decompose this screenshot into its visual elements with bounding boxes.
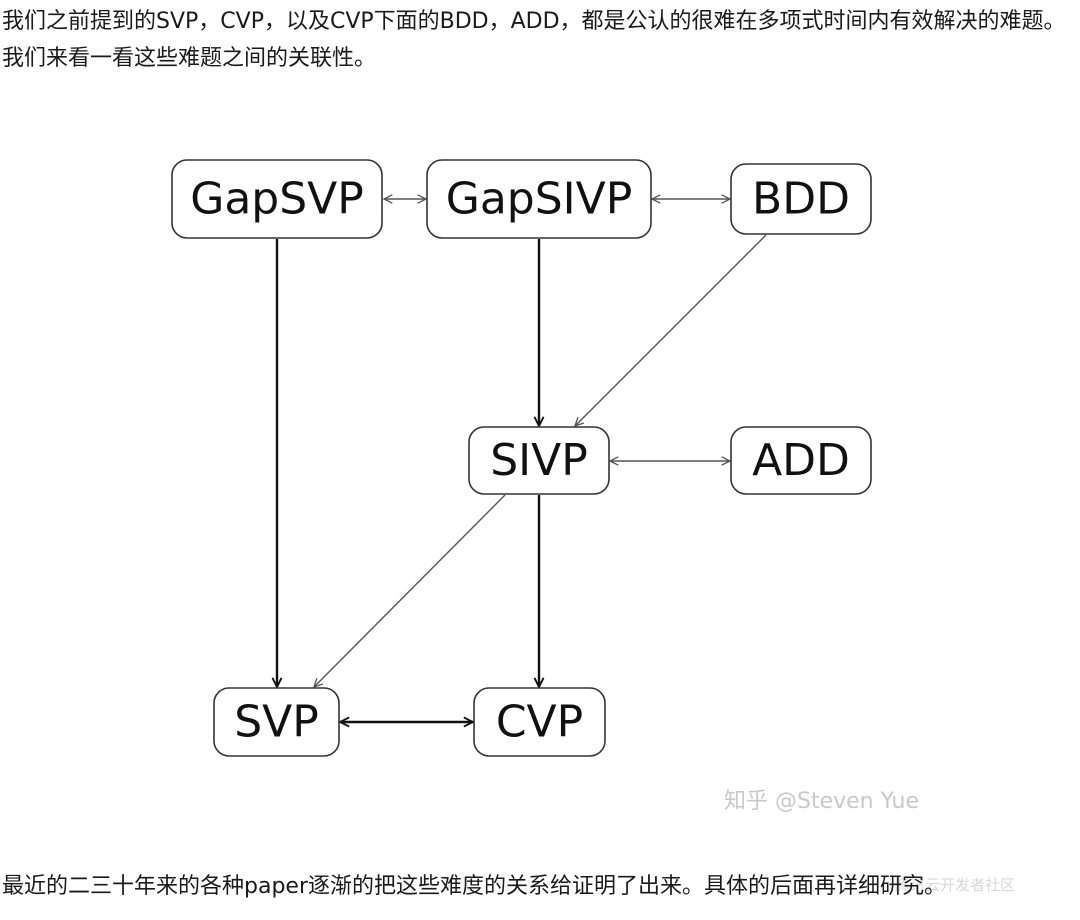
node-label-cvp: CVP [496, 697, 583, 748]
node-box-cvp [473, 687, 606, 757]
node-bdd: BDD [730, 163, 872, 235]
diagram-edges [277, 199, 767, 722]
node-svp: SVP [213, 687, 340, 757]
node-box-gapsvp [171, 159, 383, 239]
node-box-add [730, 426, 872, 495]
intro-paragraph: 我们之前提到的SVP，CVP，以及CVP下面的BDD，ADD，都是公认的很难在多… [2, 9, 1066, 71]
node-box-gapsivp [426, 159, 652, 239]
node-add: ADD [730, 426, 872, 495]
node-cvp: CVP [473, 687, 606, 757]
outro-paragraph: 最近的二三十年来的各种paper逐渐的把这些难度的关系给证明了出来。具体的后面再… [2, 874, 946, 899]
node-box-bdd [730, 163, 872, 235]
watermark-corner-text: 腾讯云开发者社区 [895, 876, 1015, 894]
node-box-svp [213, 687, 340, 757]
node-sivp: SIVP [468, 426, 610, 495]
node-label-sivp: SIVP [490, 435, 588, 486]
node-label-svp: SVP [234, 697, 319, 748]
node-label-gapsvp: GapSVP [190, 174, 364, 225]
node-label-gapsivp: GapSIVP [446, 174, 633, 225]
node-gapsvp: GapSVP [171, 159, 383, 239]
watermark-text: 知乎 @Steven Yue [724, 789, 919, 814]
node-label-bdd: BDD [752, 174, 850, 225]
edge-bdd-to-sivp [575, 234, 767, 426]
edge-sivp-to-svp [314, 494, 506, 687]
node-label-add: ADD [752, 435, 850, 486]
diagram-nodes: GapSVP GapSIVP BDD SIVP ADD SVP CVP [171, 159, 872, 757]
node-gapsivp: GapSIVP [426, 159, 652, 239]
node-box-sivp [468, 426, 610, 495]
